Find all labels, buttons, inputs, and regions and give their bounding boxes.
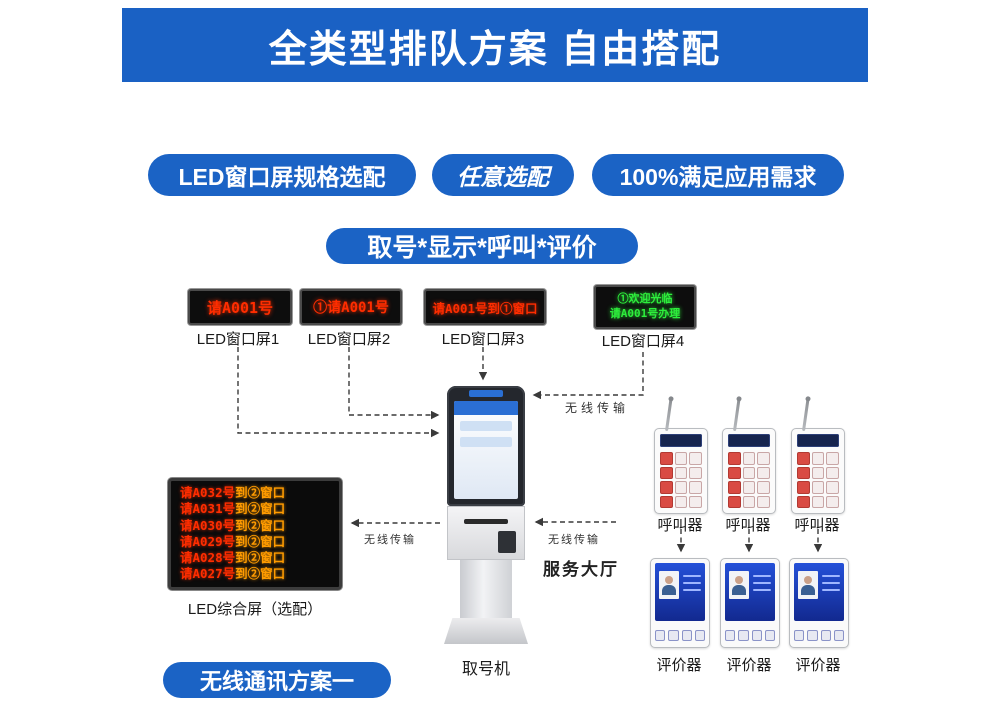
evaluator-label-2: 评价器: [726, 657, 772, 674]
caller-device-3: [791, 399, 845, 514]
led-window-screen-3-label: LED窗口屏3: [441, 331, 525, 348]
led-window-screen-4-label: LED窗口屏4: [601, 333, 685, 350]
kiosk-screen-header: [454, 401, 518, 415]
comp-line: 请A028号到②窗口: [180, 550, 330, 566]
wireless-note-top: 无线传输: [565, 401, 630, 415]
comp-line-number: 请A027号: [180, 566, 236, 582]
caller-screen: [728, 434, 770, 447]
avatar-body: [732, 585, 746, 595]
kiosk-ticket-slot: [464, 519, 508, 524]
screen-text-lines: [683, 575, 701, 591]
evaluator-device-2: [720, 558, 780, 648]
ticket-kiosk: [444, 386, 528, 644]
kiosk-screen-module: [447, 386, 525, 506]
screen-text-lines: [822, 575, 840, 591]
comp-line-window: 到②窗口: [235, 501, 286, 517]
kiosk-label: 取号机: [461, 661, 510, 678]
kiosk-printer-module: [447, 506, 525, 560]
led-window-screen-2: ①请A001号: [300, 289, 402, 325]
evaluator-buttons: [794, 630, 844, 641]
antenna-icon: [733, 399, 741, 432]
comp-line-window: 到②窗口: [235, 566, 286, 582]
comp-line-number: 请A029号: [180, 533, 236, 549]
evaluator-buttons: [655, 630, 705, 641]
avatar: [735, 576, 743, 584]
comp-line-number: 请A030号: [180, 517, 236, 533]
evaluator-device-3: [789, 558, 849, 648]
arrow-led2-to-kiosk: [348, 347, 440, 420]
kiosk-stand: [460, 560, 512, 618]
evaluator-buttons: [725, 630, 775, 641]
pill-satisfy: 100%满足应用需求: [592, 154, 844, 196]
led-text-2: ①请A001号: [313, 300, 389, 316]
caller-label-3: 呼叫器: [794, 517, 840, 534]
kiosk-scanner: [498, 531, 516, 553]
staff-photo: [729, 571, 749, 599]
comp-line-window: 到②窗口: [235, 517, 286, 533]
caller-label-1: 呼叫器: [657, 517, 703, 534]
caller-keypad: [660, 452, 702, 508]
evaluator-device-1: [650, 558, 710, 648]
led-window-screen-2-label: LED窗口屏2: [307, 331, 391, 348]
wireless-note-right: 无线传输: [548, 534, 600, 546]
staff-photo: [798, 571, 818, 599]
comp-line-number: 请A032号: [180, 485, 236, 500]
led-text-1: 请A001号: [206, 298, 274, 317]
avatar-body: [662, 585, 676, 595]
evaluator-label-1: 评价器: [656, 657, 702, 674]
comp-line: 请A030号到②窗口: [180, 517, 330, 533]
pill-wireless-solution: 无线通讯方案一: [163, 662, 391, 698]
kiosk-screen-row: [460, 437, 512, 447]
comp-line-number: 请A031号: [180, 501, 236, 517]
banner-title: 全类型排队方案 自由搭配: [268, 28, 722, 71]
led-window-screen-1: 请A001号: [188, 289, 292, 325]
comp-line: 请A027号到②窗口: [180, 568, 330, 581]
led-window-screen-4: ①欢迎光临 请A001号办理: [594, 285, 696, 329]
comp-line: 请A029号到②窗口: [180, 533, 330, 549]
comp-line-window: 到②窗口: [235, 485, 286, 500]
pill-flow: 取号*显示*呼叫*评价: [326, 228, 638, 264]
wireless-note-left: 无线传输: [364, 534, 416, 546]
led-comprehensive-screen: 请A032号到②窗口 请A031号到②窗口 请A030号到②窗口 请A029号到…: [168, 478, 342, 590]
kiosk-logo: [469, 390, 503, 397]
antenna-icon: [665, 399, 673, 432]
caller-label-2: 呼叫器: [725, 517, 771, 534]
comp-line-window: 到②窗口: [235, 550, 286, 566]
caller-keypad: [797, 452, 839, 508]
caller-device-1: [654, 399, 708, 514]
screen-text-lines: [753, 575, 771, 591]
led-text-3: 请A001号到①窗口: [432, 300, 538, 316]
kiosk-base: [444, 618, 528, 644]
led-window-screen-3: 请A001号到①窗口: [424, 289, 546, 325]
staff-photo: [659, 571, 679, 599]
antenna-icon: [802, 399, 810, 432]
evaluator-label-3: 评价器: [795, 657, 841, 674]
led-window-screen-1-label: LED窗口屏1: [196, 331, 280, 348]
caller-device-2: [722, 399, 776, 514]
comp-line: 请A032号到②窗口: [180, 485, 330, 500]
comp-line: 请A031号到②窗口: [180, 503, 330, 516]
evaluator-screen: [725, 563, 775, 621]
led-comprehensive-screen-label: LED综合屏（选配）: [187, 601, 323, 618]
kiosk-screen: [454, 401, 518, 499]
avatar: [804, 576, 812, 584]
caller-keypad: [728, 452, 770, 508]
banner: 全类型排队方案 自由搭配: [122, 8, 868, 82]
pill-led-spec: LED窗口屏规格选配: [148, 154, 416, 196]
service-hall-label: 服务大厅: [543, 560, 619, 579]
evaluator-screen: [655, 563, 705, 621]
arrow-led4-to-kiosk: [532, 352, 644, 400]
pill-optional: 任意选配: [432, 154, 574, 196]
comp-line-window: 到②窗口: [235, 533, 286, 549]
comp-line-number: 请A028号: [180, 550, 236, 566]
caller-screen: [797, 434, 839, 447]
caller-screen: [660, 434, 702, 447]
led-text-4-line2: 请A001号办理: [609, 307, 681, 320]
evaluator-screen: [794, 563, 844, 621]
arrow-led1-to-kiosk: [237, 347, 440, 438]
avatar-body: [801, 585, 815, 595]
avatar: [665, 576, 673, 584]
led-text-4-line1: ①欢迎光临: [617, 292, 673, 306]
kiosk-screen-row: [460, 421, 512, 431]
